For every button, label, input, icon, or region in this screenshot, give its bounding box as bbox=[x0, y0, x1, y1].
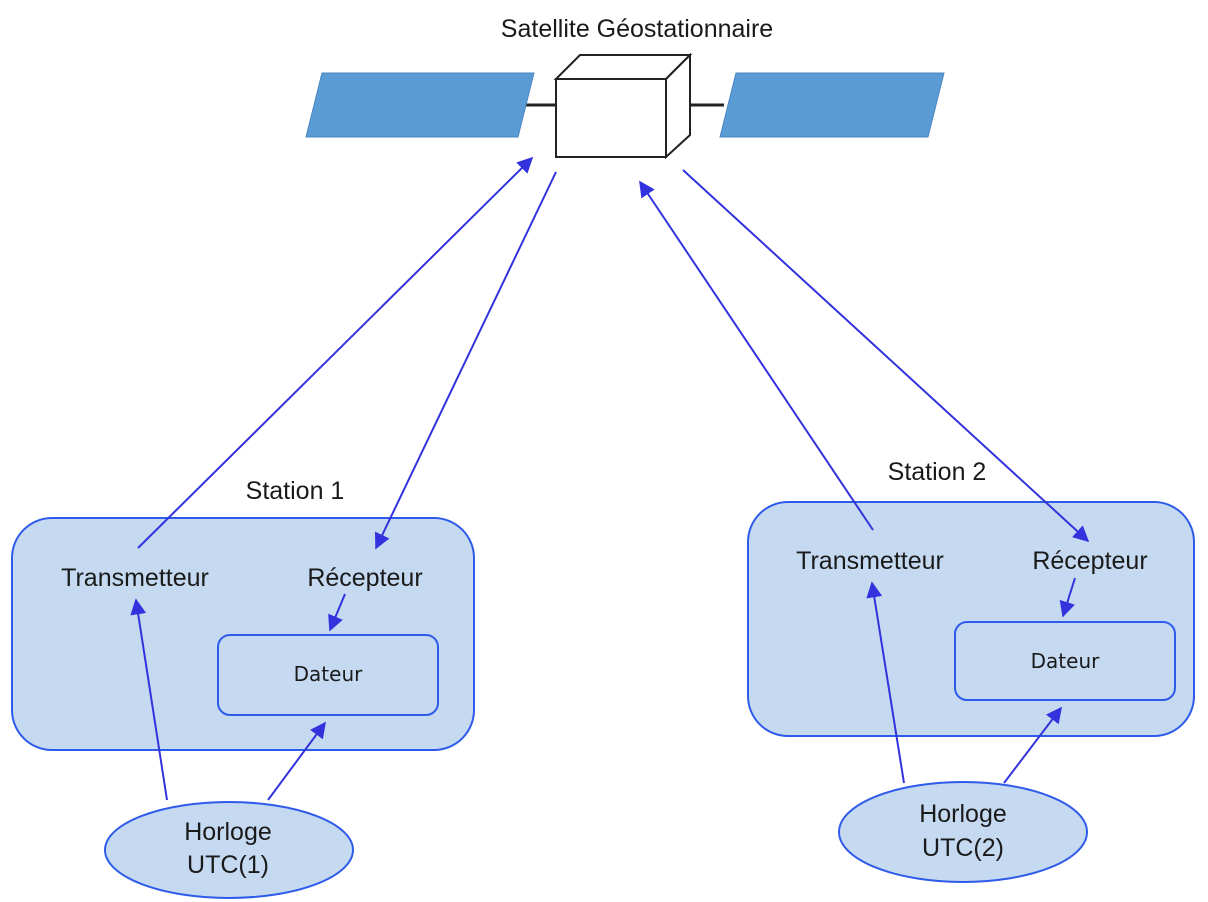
station-2-clock-line2: UTC(2) bbox=[922, 834, 1004, 862]
arrow-station2-clock-to-transmitter bbox=[866, 581, 905, 784]
station-1-title: Station 1 bbox=[246, 477, 345, 505]
station-2-title: Station 2 bbox=[888, 458, 987, 486]
arrow-station1-clock-to-dater bbox=[267, 721, 326, 801]
station-1-transmitter-label: Transmetteur bbox=[61, 564, 209, 592]
right-solar-panel bbox=[719, 72, 945, 138]
station-2-dater-label: Dateur bbox=[1031, 649, 1100, 673]
station-1-dater-label: Dateur bbox=[294, 662, 363, 686]
station-1-clock-line2: UTC(1) bbox=[187, 851, 269, 879]
station-2-clock bbox=[838, 781, 1088, 883]
arrow-station2-receiver-to-dater bbox=[1059, 577, 1076, 618]
arrow-station1-clock-to-transmitter bbox=[130, 598, 168, 801]
station-1: Station 1 Transmetteur Récepteur Dateur … bbox=[11, 477, 475, 899]
arrow-station2-downlink bbox=[682, 169, 1090, 543]
station-2-transmitter-label: Transmetteur bbox=[796, 547, 944, 575]
arrow-station2-clock-to-dater bbox=[1003, 706, 1062, 784]
station-2-clock-line1: Horloge bbox=[919, 800, 1007, 828]
arrow-station2-uplink bbox=[639, 180, 874, 531]
station-2: Station 2 Transmetteur Récepteur Dateur … bbox=[747, 458, 1195, 883]
station-1-receiver-label: Récepteur bbox=[307, 564, 422, 592]
station-1-clock bbox=[104, 801, 354, 899]
satellite: Satellite Géostationnaire bbox=[305, 15, 945, 160]
station-2-receiver-label: Récepteur bbox=[1032, 547, 1147, 575]
station-2-dater-box bbox=[954, 621, 1176, 701]
satellite-title: Satellite Géostationnaire bbox=[501, 15, 773, 43]
arrow-station1-receiver-to-dater bbox=[328, 593, 346, 632]
arrow-station1-downlink bbox=[375, 171, 557, 550]
left-solar-panel bbox=[305, 72, 535, 138]
station-1-dater-box bbox=[217, 634, 439, 716]
station-1-clock-line1: Horloge bbox=[184, 818, 272, 846]
arrow-station1-uplink bbox=[137, 156, 534, 549]
satellite-body bbox=[553, 52, 693, 160]
signal-arrows bbox=[130, 156, 1090, 801]
